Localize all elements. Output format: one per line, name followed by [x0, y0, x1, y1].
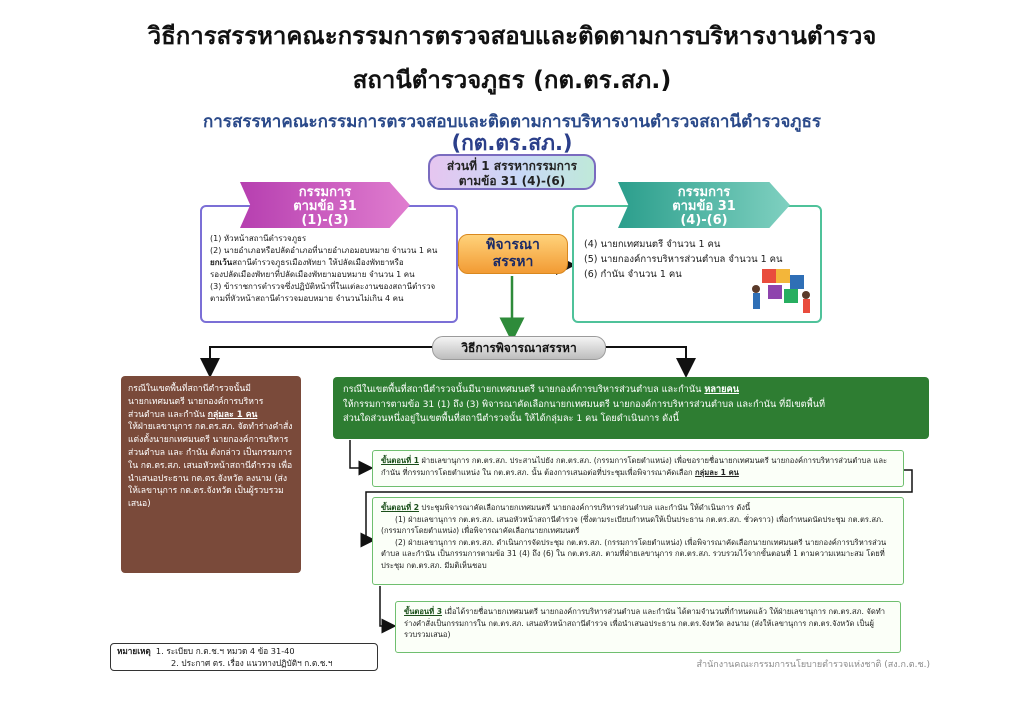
left-item: รองปลัดเมืองพัทยาที่ปลัดเมืองพัทยามอบหมา…	[210, 270, 415, 279]
footer-organization: สำนักงานคณะกรรมการนโยบายตำรวจแห่งชาติ (ส…	[696, 660, 930, 670]
note-line-1: หมายเหตุ 1. ระเบียบ ก.ต.ช.ฯ หมวด 4 ข้อ 3…	[117, 646, 371, 658]
note-item-2: 2. ประกาศ ตร. เรื่อง แนวทางปฏิบัติฯ ก.ต.…	[171, 657, 333, 668]
right-case-line: กรณีในเขตพื้นที่สถานีตำรวจนั้นมีนายกเทศม…	[343, 383, 919, 398]
puzzle-people-icon	[752, 269, 810, 313]
page-title-line-1: วิธีการสรรหาคณะกรรมการตรวจสอบและติดตามกา…	[147, 22, 877, 50]
note-label: หมายเหตุ	[117, 646, 151, 656]
multiple-candidates-case-box: กรณีในเขตพื้นที่สถานีตำรวจนั้นมีนายกเทศม…	[333, 377, 929, 439]
step-1-label: ขั้นตอนที่ 1	[381, 456, 419, 465]
left-item: (3) ข้าราชการตำรวจซึ่งปฏิบัติหน้าที่ในแต…	[210, 282, 436, 291]
step-connector-1	[349, 440, 374, 476]
step-3-text: เมื่อได้รายชื่อนายกเทศมนตรี นายกองค์การบ…	[404, 607, 886, 640]
step-connector-2	[360, 469, 913, 548]
right-item: (4) นายกเทศมนตรี จำนวน 1 คน	[584, 239, 721, 250]
step-2-label: ขั้นตอนที่ 2	[381, 503, 419, 512]
step-1-box: ขั้นตอนที่ 1 ฝ่ายเลขานุการ กต.ตร.สภ. ประ…	[372, 450, 904, 487]
method-left-branch	[200, 346, 432, 378]
step-connector-3	[379, 586, 397, 634]
chevron-line: (1)-(3)	[301, 213, 349, 228]
left-case-line: นายกเทศมนตรี นายกองค์การบริหาร	[128, 396, 264, 407]
step-2-item-1: (1) ฝ่ายเลขานุการ กต.ตร.สภ. เสนอหัวหน้าส…	[381, 514, 884, 536]
part1-line-2: ตามข้อ 31 (4)-(6)	[458, 174, 566, 188]
note-item-1: 1. ระเบียบ ก.ต.ช.ฯ หมวด 4 ข้อ 31-40	[155, 646, 295, 656]
consider-selection-box: พิจารณา สรรหา	[458, 234, 568, 274]
left-case-line: ส่วนตำบล และกำนัน กลุ่มละ 1 คน	[128, 409, 294, 422]
step-1-text: ฝ่ายเลขานุการ กต.ตร.สภ. ประสานไปยัง กต.ต…	[381, 456, 888, 477]
left-case-line: กรณีในเขตพื้นที่สถานีตำรวจนั้นมี	[128, 384, 251, 394]
step-3-label: ขั้นตอนที่ 3	[404, 607, 442, 616]
consider-line-2: สรรหา	[492, 254, 534, 270]
committee-1-3-chevron: กรรมการ ตามข้อ 31 (1)-(3)	[240, 182, 410, 228]
committee-4-6-box: (4) นายกเทศมนตรี จำนวน 1 คน (5) นายกองค์…	[572, 205, 822, 323]
right-case-line: ให้กรรมการตามข้อ 31 (1) ถึง (3) พิจารณาค…	[343, 398, 826, 410]
step-3-box: ขั้นตอนที่ 3 เมื่อได้รายชื่อนายกเทศมนตรี…	[395, 601, 901, 653]
step-1-tail: กลุ่มละ 1 คน	[695, 467, 739, 477]
page-title-line-2: สถานีตำรวจภูธร (กต.ตร.สภ.)	[352, 66, 672, 94]
step-2-item-2: (2) ฝ่ายเลขานุการ กต.ตร.สภ. ดำเนินการจัด…	[381, 537, 887, 570]
chevron-line: (4)-(6)	[680, 213, 728, 228]
part1-line-1: ส่วนที่ 1 สรรหากรรมการ	[446, 159, 578, 173]
diagram-subtitle: (กต.ตร.สภ.)	[451, 131, 573, 155]
left-case-text: ส่วนตำบล และกำนัน	[128, 409, 208, 420]
right-case-text: กรณีในเขตพื้นที่สถานีตำรวจนั้นมีนายกเทศม…	[343, 384, 705, 395]
consider-line-1: พิจารณา	[486, 237, 540, 253]
chevron-line: กรรมการ	[677, 185, 731, 200]
chevron-line: กรรมการ	[298, 185, 352, 200]
right-item: (5) นายกองค์การบริหารส่วนตำบล จำนวน 1 คน	[584, 254, 783, 265]
except-label: ยกเว้น	[210, 258, 233, 267]
single-candidate-case-box: กรณีในเขตพื้นที่สถานีตำรวจนั้นมี นายกเทศ…	[121, 376, 301, 573]
right-item: (6) กำนัน จำนวน 1 คน	[584, 269, 682, 280]
chevron-line: ตามข้อ 31	[672, 199, 736, 214]
left-item: (2) นายอำเภอหรือปลัดอำเภอที่นายอำเภอมอบห…	[210, 246, 438, 255]
right-case-line: ส่วนใดส่วนหนึ่งอยู่ในเขตพื้นที่สถานีตำรว…	[343, 413, 679, 424]
left-item: (1) หัวหน้าสถานีตำรวจภูธร	[210, 234, 307, 243]
step-2-box: ขั้นตอนที่ 2 ประชุมพิจารณาคัดเลือกนายกเท…	[372, 497, 904, 585]
left-item: ตามที่หัวหน้าสถานีตำรวจมอบหมาย จำนวนไม่เ…	[210, 294, 404, 303]
method-right-branch	[604, 346, 696, 378]
left-item-text: สถานีตำรวจภูธรเมืองพัทยา ให้ปลัดเมืองพัท…	[232, 258, 404, 267]
left-case-rest: ให้ฝ่ายเลขานุการ กต.ตร.สภ. จัดทำร่างคำสั…	[128, 422, 293, 510]
one-per-group-label: กลุ่มละ 1 คน	[207, 409, 258, 420]
note-box: หมายเหตุ 1. ระเบียบ ก.ต.ช.ฯ หมวด 4 ข้อ 3…	[110, 643, 378, 671]
committee-4-6-chevron: กรรมการ ตามข้อ 31 (4)-(6)	[618, 182, 790, 228]
multiple-label: หลายคน	[704, 384, 739, 395]
chevron-line: ตามข้อ 31	[293, 199, 357, 214]
left-item: ยกเว้นสถานีตำรวจภูธรเมืองพัทยา ให้ปลัดเม…	[210, 257, 450, 269]
step-2-text: ประชุมพิจารณาคัดเลือกนายกเทศมนตรี นายกอง…	[419, 503, 751, 512]
diagram-title: การสรรหาคณะกรรมการตรวจสอบและติดตามการบริ…	[202, 112, 822, 132]
selection-method-pill: วิธีการพิจารณาสรรหา	[432, 336, 606, 360]
part1-badge: ส่วนที่ 1 สรรหากรรมการ ตามข้อ 31 (4)-(6)	[428, 154, 596, 190]
